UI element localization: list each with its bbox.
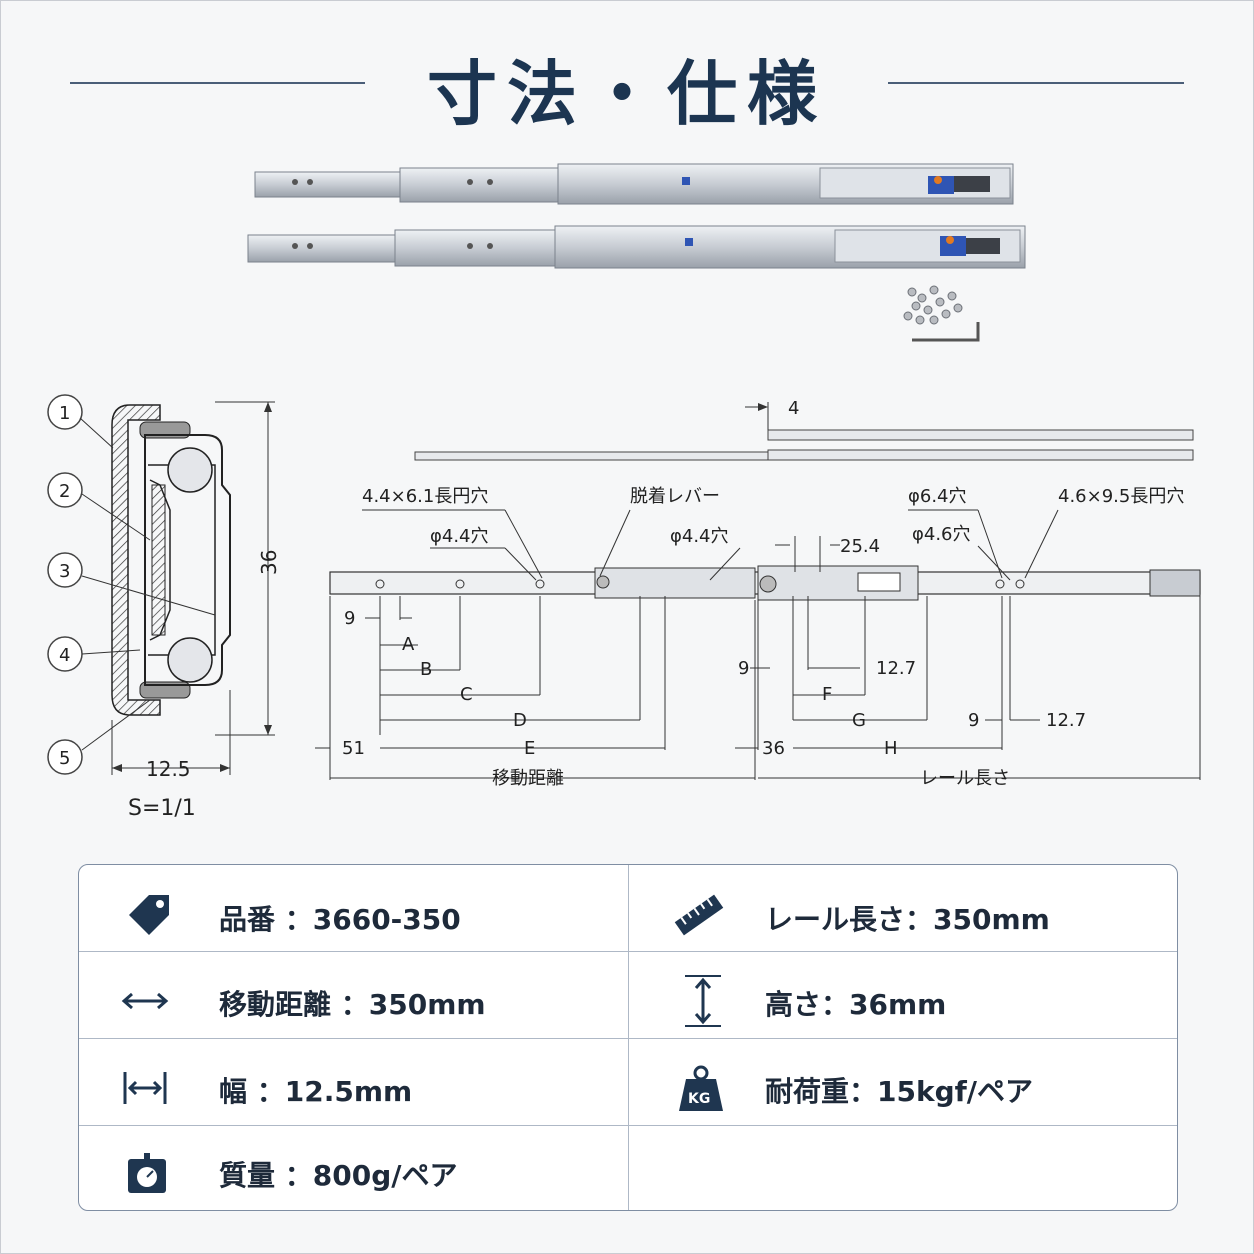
scale-icon <box>117 1143 177 1203</box>
callout-1: 1 <box>47 394 114 449</box>
spec-divider <box>628 865 629 1210</box>
travel-label: 移動距離 <box>492 768 564 789</box>
hole-6-4-label: φ6.4穴 <box>908 486 967 507</box>
hole-4-6-label: φ4.6穴 <box>912 524 971 545</box>
height-dim-label: 36 <box>257 550 281 575</box>
rail-lower <box>247 225 1026 269</box>
spec-travel: 移動距離 ：350mm <box>219 988 486 1021</box>
dim-G: G <box>852 710 866 731</box>
dim-25-4: 25.4 <box>840 536 880 557</box>
svg-text:1: 1 <box>59 403 70 424</box>
callout-4: 4 <box>47 636 141 672</box>
rail-upper <box>254 163 1014 205</box>
side-view-drawing: 4 4.4×6.1長円穴 φ4.4穴 脱着レバー φ4.4穴 25.4 φ6.4… <box>315 398 1201 789</box>
spec-table: 品番 ：3660-350 レール長さ：350mm 移動距離 ：350mm 高さ：… <box>78 864 1178 1211</box>
dim-9-center: 9 <box>738 658 749 679</box>
screws-and-hex-key <box>903 285 980 342</box>
rail-length-label: レール長さ <box>920 768 1010 789</box>
dim-D: D <box>513 710 527 731</box>
weight-kg-icon: KG <box>671 1058 731 1118</box>
title-rule-right <box>888 82 1184 84</box>
lever-label: 脱着レバー <box>630 486 720 507</box>
spec-part-number: 品番 ：3660-350 <box>219 903 461 936</box>
spec-weight: 質量 ：800g/ペア <box>219 1159 458 1192</box>
dim-top-4: 4 <box>788 398 799 419</box>
double-arrow-icon <box>115 971 175 1031</box>
dim-A: A <box>402 634 415 655</box>
kg-badge-text: KG <box>688 1091 710 1107</box>
spec-load: 耐荷重：15kgf/ペア <box>765 1075 1034 1108</box>
callout-3: 3 <box>47 552 216 616</box>
dim-51: 51 <box>342 738 365 759</box>
product-photo <box>247 163 1026 342</box>
page-title: 寸法・仕様 <box>427 53 827 135</box>
dim-E: E <box>524 738 535 759</box>
dim-9-right: 9 <box>968 710 979 731</box>
dim-H: H <box>884 738 898 759</box>
spec-row-line-1 <box>79 951 1177 952</box>
svg-text:5: 5 <box>59 748 70 769</box>
spec-row-line-2 <box>79 1038 1177 1039</box>
spec-width: 幅 ：12.5mm <box>219 1075 413 1108</box>
ruler-icon <box>669 885 729 945</box>
dim-12-7-a: 12.7 <box>876 658 916 679</box>
dim-C: C <box>460 684 473 705</box>
scale-label: S=1/1 <box>128 796 196 821</box>
dim-12-7-b: 12.7 <box>1046 710 1086 731</box>
spec-row-line-3 <box>79 1125 1177 1126</box>
hole-label-center: φ4.4穴 <box>670 526 729 547</box>
hole-label-left: φ4.4穴 <box>430 526 489 547</box>
width-arrow-icon <box>115 1058 175 1118</box>
dim-B: B <box>420 659 432 680</box>
dim-F: F <box>822 684 832 705</box>
dim-36: 36 <box>762 738 785 759</box>
svg-text:2: 2 <box>59 481 70 502</box>
svg-text:3: 3 <box>59 561 70 582</box>
vertical-arrow-icon <box>673 971 733 1031</box>
width-dim-label: 12.5 <box>146 757 191 781</box>
dim-9-left: 9 <box>344 608 355 629</box>
slot-label-left: 4.4×6.1長円穴 <box>362 486 488 507</box>
callout-2: 2 <box>47 472 151 541</box>
title-rule-left <box>70 82 365 84</box>
spec-height: 高さ：36mm <box>765 988 947 1021</box>
cross-section-drawing: 36 12.5 S=1/1 1 2 3 4 5 <box>47 394 281 821</box>
slot-label-right: 4.6×9.5長円穴 <box>1058 486 1184 507</box>
callout-5: 5 <box>47 699 151 775</box>
spec-rail-length: レール長さ：350mm <box>765 903 1050 936</box>
svg-text:4: 4 <box>59 645 70 666</box>
tag-icon <box>119 885 179 945</box>
